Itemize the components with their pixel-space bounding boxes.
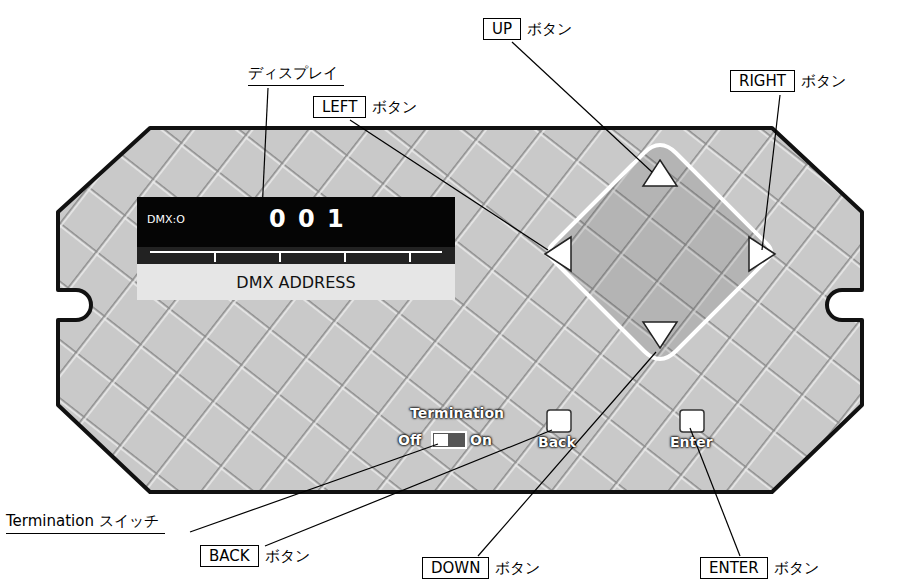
button-suffix: ボタン xyxy=(801,71,846,91)
display-mode: DMX:O xyxy=(147,213,185,226)
button-suffix: ボタン xyxy=(774,558,819,578)
display-tick-strip xyxy=(137,246,455,264)
display-caption: DMX ADDRESS xyxy=(236,273,355,292)
display-label-band: DMX ADDRESS xyxy=(137,264,455,300)
button-suffix: ボタン xyxy=(265,546,310,566)
dpad-outline xyxy=(549,145,771,359)
display-callout: ディスプレイ xyxy=(248,64,344,86)
display-screen: DMX:O 0 0 1 xyxy=(137,197,455,247)
button-callout: LEFT ボタン xyxy=(313,96,417,118)
button-callout: ENTER ボタン xyxy=(700,557,819,579)
button-name-box: ENTER xyxy=(700,557,768,579)
dpad-arrows xyxy=(545,160,775,348)
button-callout: BACK ボタン xyxy=(200,545,310,567)
termination-switch xyxy=(432,432,466,448)
button-suffix: ボタン xyxy=(527,19,572,39)
button-suffix: ボタン xyxy=(372,97,417,117)
switch-callout: Termination スイッチ xyxy=(6,512,165,534)
panel-print: Back xyxy=(538,434,576,450)
back-button xyxy=(547,410,571,432)
enter-button xyxy=(680,410,704,432)
button-callout: RIGHT ボタン xyxy=(730,70,846,92)
button-name-box: BACK xyxy=(200,545,259,567)
button-name-box: UP xyxy=(483,18,521,40)
display-ticks xyxy=(150,252,442,262)
button-name-box: RIGHT xyxy=(730,70,795,92)
button-suffix: ボタン xyxy=(495,558,540,578)
panel-plate xyxy=(58,128,862,492)
panel-print: Termination xyxy=(410,405,504,421)
button-name-box: LEFT xyxy=(313,96,366,118)
panel-print: On xyxy=(470,432,492,448)
button-callout: DOWN ボタン xyxy=(422,557,540,579)
panel-print: Enter xyxy=(670,434,713,450)
panel-print: Off xyxy=(398,432,421,448)
button-callout: UP ボタン xyxy=(483,18,572,40)
button-name-box: DOWN xyxy=(422,557,489,579)
display-value: 0 0 1 xyxy=(269,205,346,233)
